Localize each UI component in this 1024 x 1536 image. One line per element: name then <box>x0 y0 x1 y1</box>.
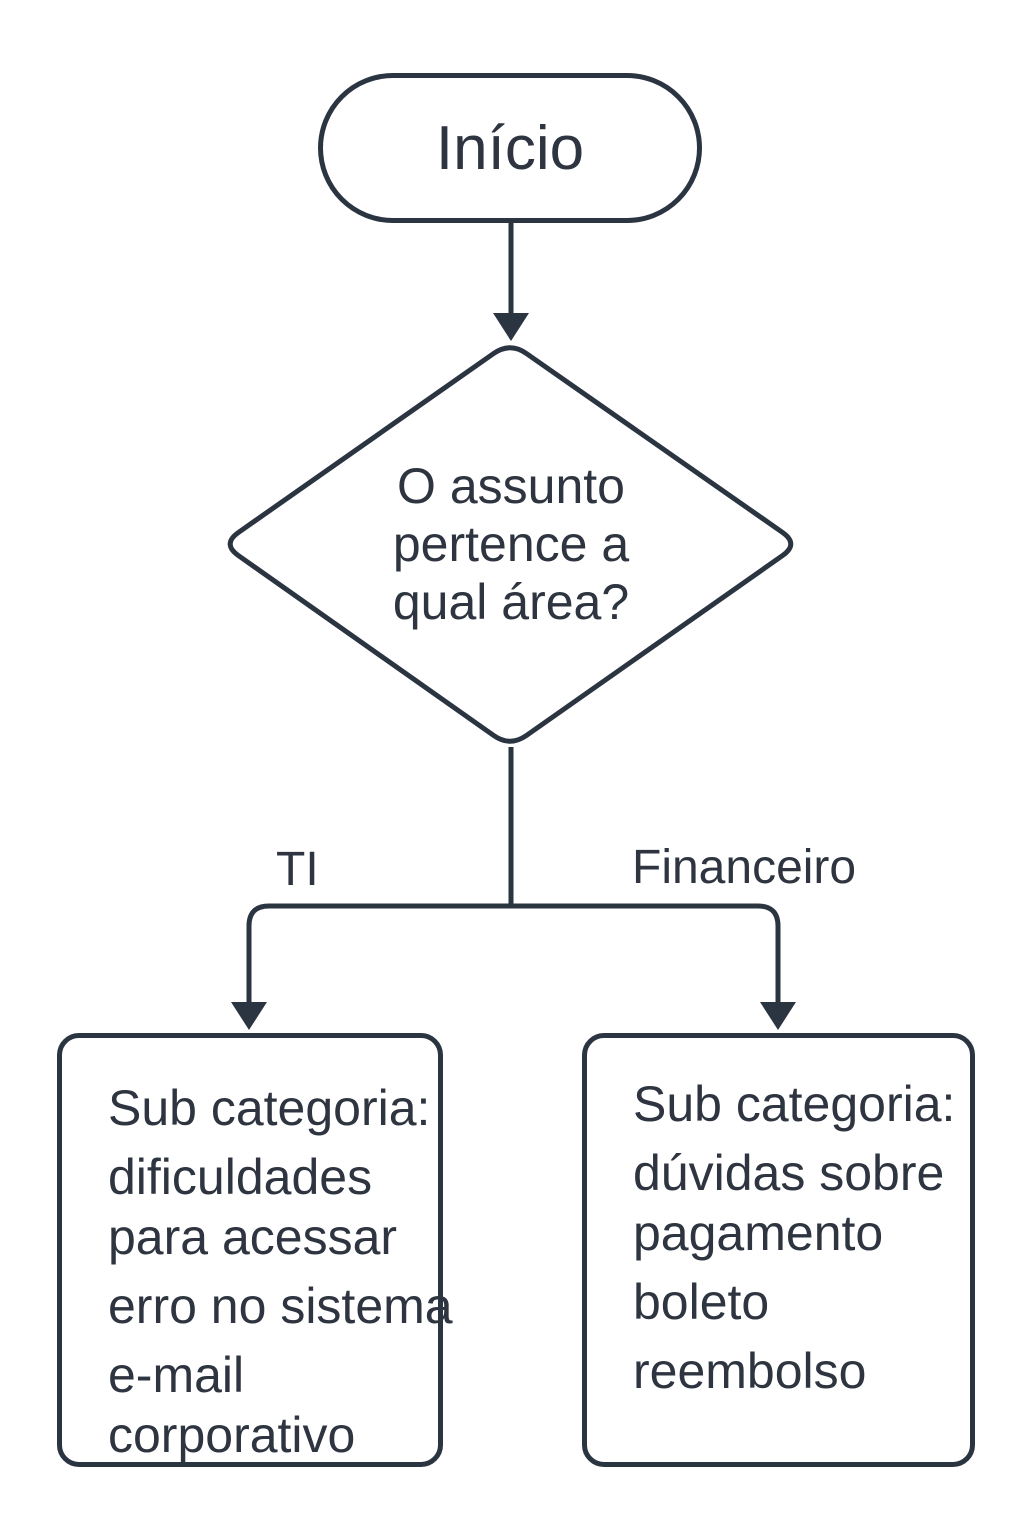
start-node-label: Início <box>435 113 585 183</box>
edge-junction-to-left-box <box>246 903 511 1004</box>
subcategory-box-financeiro: Sub categoria: dúvidas sobre pagamento b… <box>582 1033 975 1467</box>
edge-junction-to-right-box <box>511 903 781 1004</box>
branch-label-financeiro: Financeiro <box>632 841 857 894</box>
decision-node-label: O assunto pertence a qual área? <box>393 457 629 631</box>
box-text-line: e-mail <box>108 1347 245 1403</box>
arrowhead-right-box <box>760 1002 796 1030</box>
subcategory-box-ti: Sub categoria: dificuldades para acessar… <box>57 1033 453 1467</box>
decision-diamond-shape <box>227 345 794 744</box>
box-text-line: boleto <box>633 1274 770 1330</box>
arrowhead-left-box <box>231 1002 267 1030</box>
box-text-line: reembolso <box>633 1343 867 1399</box>
box-text-line: para acessar <box>108 1209 398 1265</box>
box-text-line: corporativo <box>108 1407 356 1463</box>
box-text-line: pagamento <box>633 1205 884 1261</box>
arrowhead-decision <box>493 313 529 341</box>
box-title: Sub categoria: <box>108 1080 431 1136</box>
decision-line: O assunto <box>397 458 625 514</box>
decision-line: qual área? <box>392 574 630 630</box>
start-node: Início <box>318 73 702 223</box>
box-text-line: erro no sistema <box>108 1278 453 1334</box>
decision-line: pertence a <box>392 516 630 572</box>
box-text-line: dúvidas sobre <box>633 1145 945 1201</box>
branch-label-ti: TI <box>276 843 319 896</box>
box-text-line: dificuldades <box>108 1149 373 1205</box>
box-title: Sub categoria: <box>633 1076 956 1132</box>
